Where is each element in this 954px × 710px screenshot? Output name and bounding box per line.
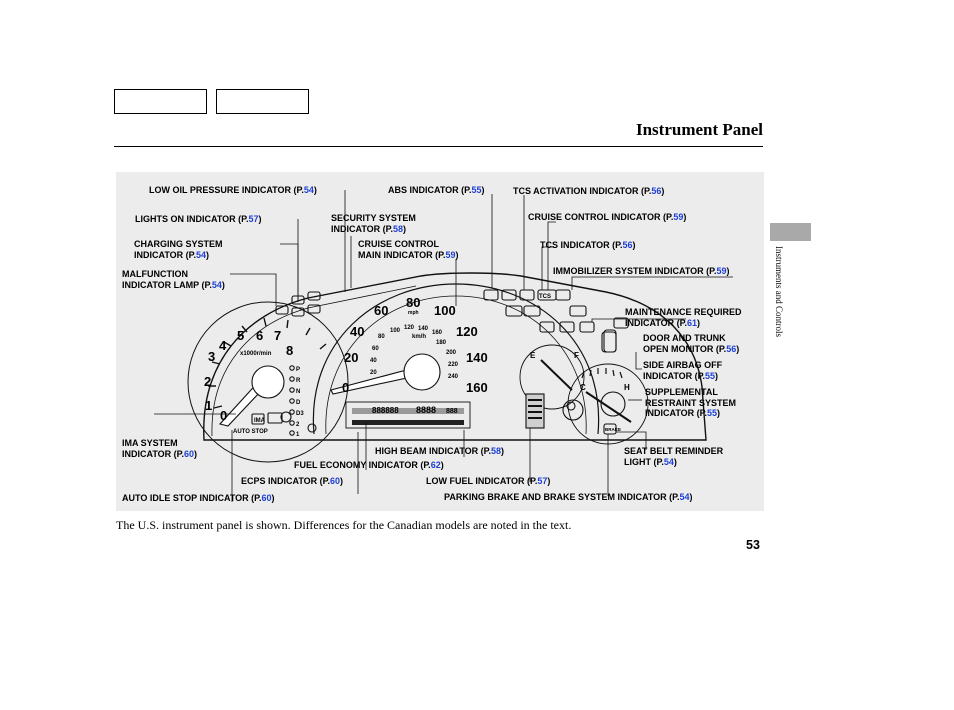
instrument-cluster-drawing: 0 1 2 3 4 5 6 7 8 x1000r/min 0 20 40 60 … xyxy=(154,190,733,502)
callout-immobilizer: IMMOBILIZER SYSTEM INDICATOR (P.59) xyxy=(553,266,730,276)
speed-number: 40 xyxy=(350,324,364,339)
tcs-badge: TCS xyxy=(539,294,551,300)
speed-number: 60 xyxy=(374,303,388,318)
tach-number: 3 xyxy=(208,349,215,364)
speed-unit: mph xyxy=(408,310,419,316)
kmh-number: 80 xyxy=(378,334,385,340)
callout-abs: ABS INDICATOR (P.55) xyxy=(388,185,485,195)
speed-number: 140 xyxy=(466,350,488,365)
nav-tab-1[interactable] xyxy=(114,89,207,114)
ima-badge: IMA xyxy=(254,418,266,424)
fuel-full-label: F xyxy=(574,351,579,360)
tach-number: 1 xyxy=(205,398,212,413)
page-number: 53 xyxy=(746,538,760,552)
gear-position-label: D3 xyxy=(296,411,304,417)
section-tab-label: Instruments and Controls xyxy=(774,246,784,337)
callout-low-fuel: LOW FUEL INDICATOR (P.57) xyxy=(426,476,551,486)
speed-number: 0 xyxy=(342,380,349,395)
kmh-number: 200 xyxy=(446,350,457,356)
gear-position-label: N xyxy=(296,389,300,395)
tach-number: 0 xyxy=(220,408,227,423)
title-rule xyxy=(114,146,763,147)
tach-number: 4 xyxy=(219,338,227,353)
callout-auto-idle-stop: AUTO IDLE STOP INDICATOR (P.60) xyxy=(122,493,275,503)
callout-parking-brake: PARKING BRAKE AND BRAKE SYSTEM INDICATOR… xyxy=(444,492,693,502)
kmh-number: 240 xyxy=(448,374,459,380)
speed-number: 160 xyxy=(466,380,488,395)
kmh-unit: km/h xyxy=(412,334,426,340)
kmh-number: 60 xyxy=(372,346,379,352)
figure-caption: The U.S. instrument panel is shown. Diff… xyxy=(116,518,572,532)
instrument-panel-figure: 0 1 2 3 4 5 6 7 8 x1000r/min 0 20 40 60 … xyxy=(116,172,764,511)
callout-lights-on: LIGHTS ON INDICATOR (P.57) xyxy=(135,214,262,224)
tach-number: 6 xyxy=(256,328,263,343)
auto-stop-badge: AUTO STOP xyxy=(233,429,268,435)
tach-number: 8 xyxy=(286,343,293,358)
speed-number: 80 xyxy=(406,295,420,310)
temp-cold-label: C xyxy=(580,383,586,392)
page-title: Instrument Panel xyxy=(635,120,763,139)
tach-number: 5 xyxy=(237,328,244,343)
gear-position-label: R xyxy=(296,378,301,384)
gear-position-label: P xyxy=(296,367,300,373)
kmh-number: 120 xyxy=(404,325,415,331)
temp-hot-label: H xyxy=(624,383,630,392)
section-tab-marker[interactable] xyxy=(770,223,811,241)
kmh-number: 100 xyxy=(390,328,401,334)
nav-tab-2[interactable] xyxy=(216,89,309,114)
kmh-number: 160 xyxy=(432,330,443,336)
tach-unit: x1000r/min xyxy=(240,351,272,357)
kmh-number: 40 xyxy=(370,358,377,364)
speed-number: 100 xyxy=(434,303,456,318)
callout-cruise-control: CRUISE CONTROL INDICATOR (P.59) xyxy=(528,212,687,222)
gear-position-label: D xyxy=(296,400,301,406)
kmh-number: 180 xyxy=(436,340,447,346)
gear-position-label: 2 xyxy=(296,422,300,428)
tach-number: 7 xyxy=(274,328,281,343)
callout-ecps: ECPS INDICATOR (P.60) xyxy=(241,476,344,486)
callout-low-oil-pressure: LOW OIL PRESSURE INDICATOR (P.54) xyxy=(149,185,317,195)
fuel-empty-label: E xyxy=(530,351,536,360)
callout-tcs: TCS INDICATOR (P.56) xyxy=(540,240,636,250)
kmh-number: 20 xyxy=(370,370,377,376)
callout-fuel-economy: FUEL ECONOMY INDICATOR (P.62) xyxy=(294,460,444,470)
callout-tcs-activation: TCS ACTIVATION INDICATOR (P.56) xyxy=(513,186,665,196)
brake-badge: BRAKE xyxy=(605,427,621,432)
speed-number: 20 xyxy=(344,350,358,365)
callout-high-beam: HIGH BEAM INDICATOR (P.58) xyxy=(375,446,505,456)
trip-display: 8888 xyxy=(416,405,436,415)
gear-position-label: 1 xyxy=(296,432,300,438)
tach-number: 2 xyxy=(204,374,211,389)
odometer-display: 888888 xyxy=(372,406,399,415)
kmh-number: 140 xyxy=(418,326,429,332)
trip-small-display: 888 xyxy=(446,408,458,415)
speed-number: 120 xyxy=(456,324,478,339)
kmh-number: 220 xyxy=(448,362,459,368)
